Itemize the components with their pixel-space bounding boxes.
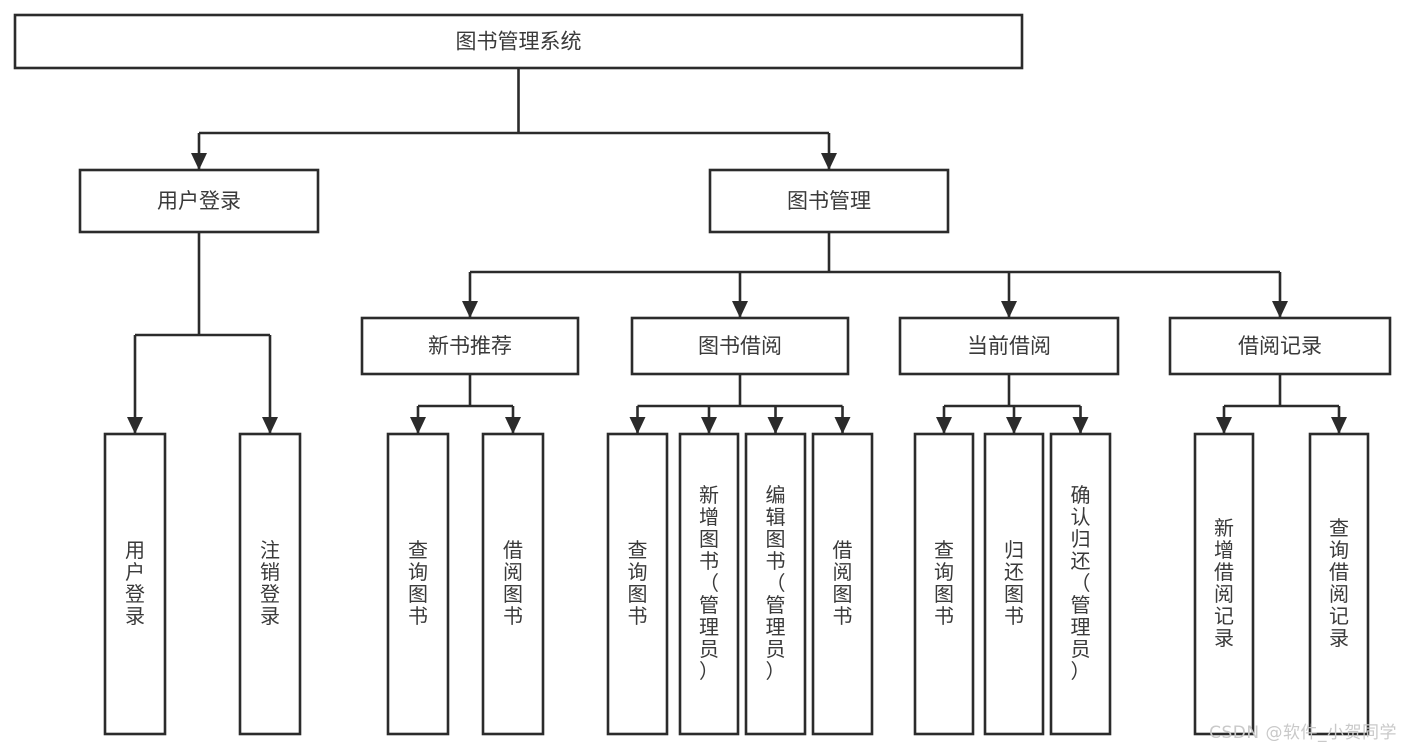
node-label-leaf-add-book: 新增图书（管理员）: [699, 483, 719, 683]
node-label-borrow-record: 借阅记录: [1238, 334, 1322, 358]
arrow-head-new-book-rec: [462, 301, 478, 318]
node-box-leaf-add-book: [678, 432, 740, 736]
node-box-borrow-record: [1168, 316, 1392, 376]
arrow-head-book-borrow: [732, 301, 748, 318]
node-box-leaf-query-record: [1308, 432, 1370, 736]
node-box-user-login: [78, 168, 320, 234]
arrow-head-leaf-borrow-book-2: [834, 417, 851, 434]
node-leaf-user-logout[interactable]: 注销登录: [238, 432, 302, 736]
node-box-book-manage: [708, 168, 950, 234]
node-box-leaf-edit-book: [744, 432, 807, 736]
arrow-head-borrow-record: [1272, 301, 1288, 318]
node-label-leaf-user-login: 用户登录: [125, 538, 145, 628]
node-box-book-borrow: [630, 316, 850, 376]
arrow-head-leaf-return-book: [1006, 417, 1022, 434]
arrow-head-user-login: [191, 153, 207, 170]
node-leaf-borrow-book-2[interactable]: 借阅图书: [811, 432, 874, 736]
node-book-borrow[interactable]: 图书借阅: [630, 316, 850, 376]
node-leaf-query-book-1[interactable]: 查询图书: [386, 432, 450, 736]
node-label-root: 图书管理系统: [456, 30, 582, 54]
connector-layer: [127, 68, 1347, 434]
arrow-head-leaf-confirm-return: [1072, 417, 1089, 434]
node-label-book-borrow: 图书借阅: [698, 334, 782, 358]
node-leaf-user-login[interactable]: 用户登录: [103, 432, 167, 736]
node-label-leaf-query-book-3: 查询图书: [934, 538, 954, 628]
node-leaf-confirm-return[interactable]: 确认归还（管理员）: [1049, 432, 1112, 736]
node-label-leaf-borrow-book-1: 借阅图书: [503, 538, 523, 628]
node-label-leaf-confirm-return: 确认归还（管理员）: [1071, 483, 1091, 683]
node-label-leaf-user-logout: 注销登录: [260, 538, 280, 628]
node-label-current-borrow: 当前借阅: [967, 334, 1051, 358]
node-label-leaf-add-record: 新增借阅记录: [1214, 516, 1234, 650]
node-box-leaf-query-book-2: [606, 432, 669, 736]
node-label-user-login: 用户登录: [157, 189, 241, 213]
node-box-new-book-rec: [360, 316, 580, 376]
node-leaf-borrow-book-1[interactable]: 借阅图书: [481, 432, 545, 736]
node-root[interactable]: 图书管理系统: [13, 13, 1024, 70]
node-box-leaf-borrow-book-2: [811, 432, 874, 736]
arrow-head-leaf-query-book-2: [629, 417, 646, 434]
node-current-borrow[interactable]: 当前借阅: [898, 316, 1120, 376]
node-user-login[interactable]: 用户登录: [78, 168, 320, 234]
node-leaf-add-book[interactable]: 新增图书（管理员）: [678, 432, 740, 736]
arrow-head-leaf-add-record: [1216, 417, 1232, 434]
node-leaf-return-book[interactable]: 归还图书: [983, 432, 1045, 736]
node-box-leaf-confirm-return: [1049, 432, 1112, 736]
node-label-book-manage: 图书管理: [787, 189, 871, 213]
node-box-leaf-user-login: [103, 432, 167, 736]
node-borrow-record[interactable]: 借阅记录: [1168, 316, 1392, 376]
arrow-head-leaf-query-record: [1331, 417, 1347, 434]
node-leaf-add-record[interactable]: 新增借阅记录: [1193, 432, 1255, 736]
node-book-manage[interactable]: 图书管理: [708, 168, 950, 234]
arrow-head-current-borrow: [1001, 301, 1017, 318]
node-box-leaf-borrow-book-1: [481, 432, 545, 736]
arrow-head-leaf-edit-book: [767, 417, 784, 434]
arrow-head-leaf-query-book-1: [410, 417, 426, 434]
arrow-head-leaf-borrow-book-1: [505, 417, 521, 434]
node-box-leaf-query-book-3: [913, 432, 975, 736]
node-leaf-query-book-2[interactable]: 查询图书: [606, 432, 669, 736]
node-label-leaf-query-record: 查询借阅记录: [1329, 516, 1349, 650]
node-label-leaf-query-book-1: 查询图书: [408, 538, 428, 628]
node-box-leaf-return-book: [983, 432, 1045, 736]
node-layer: 图书管理系统用户登录图书管理新书推荐图书借阅当前借阅借阅记录用户登录注销登录查询…: [13, 13, 1392, 736]
arrow-head-leaf-query-book-3: [936, 417, 952, 434]
node-box-leaf-add-record: [1193, 432, 1255, 736]
node-box-current-borrow: [898, 316, 1120, 376]
csdn-watermark: CSDN @软件_小贺同学: [1209, 723, 1397, 743]
node-label-leaf-borrow-book-2: 借阅图书: [833, 538, 853, 628]
node-leaf-query-book-3[interactable]: 查询图书: [913, 432, 975, 736]
node-box-leaf-query-book-1: [386, 432, 450, 736]
node-label-leaf-edit-book: 编辑图书（管理员）: [766, 483, 786, 683]
node-label-leaf-query-book-2: 查询图书: [628, 538, 648, 628]
node-label-new-book-rec: 新书推荐: [428, 334, 512, 358]
arrow-head-book-manage: [821, 153, 837, 170]
node-box-root: [13, 13, 1024, 70]
node-leaf-query-record[interactable]: 查询借阅记录: [1308, 432, 1370, 736]
arrow-head-leaf-user-logout: [262, 417, 278, 434]
arrow-head-leaf-user-login: [127, 417, 143, 434]
arrow-head-leaf-add-book: [701, 417, 717, 434]
node-box-leaf-user-logout: [238, 432, 302, 736]
node-new-book-rec[interactable]: 新书推荐: [360, 316, 580, 376]
node-label-leaf-return-book: 归还图书: [1004, 538, 1024, 628]
node-leaf-edit-book[interactable]: 编辑图书（管理员）: [744, 432, 807, 736]
